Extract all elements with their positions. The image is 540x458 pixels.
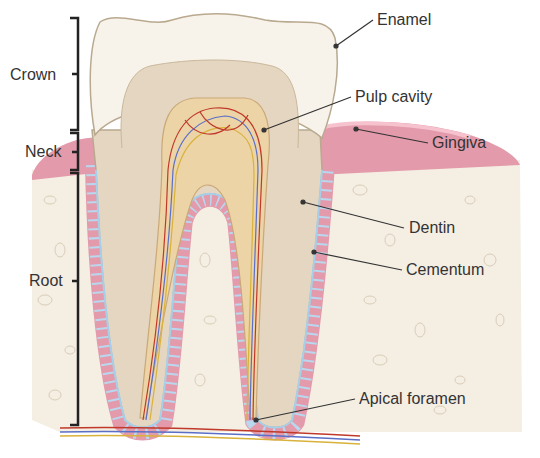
- part-label: Dentin: [409, 219, 455, 237]
- part-label: Root: [29, 272, 63, 290]
- cementum-line: [96, 170, 322, 428]
- part-label: Enamel: [377, 11, 431, 29]
- pulp-vessels: [143, 108, 262, 420]
- part-label: Cementum: [406, 261, 484, 279]
- part-label: Crown: [10, 66, 56, 84]
- gingiva: [316, 122, 520, 175]
- part-label: Neck: [25, 143, 61, 161]
- part-label: Pulp cavity: [355, 88, 432, 106]
- region-bracket: [70, 18, 78, 425]
- part-label: Gingiva: [432, 134, 486, 152]
- nerve-bundle: [60, 427, 360, 444]
- leader-line: [254, 20, 428, 422]
- part-label: Apical foramen: [359, 390, 466, 408]
